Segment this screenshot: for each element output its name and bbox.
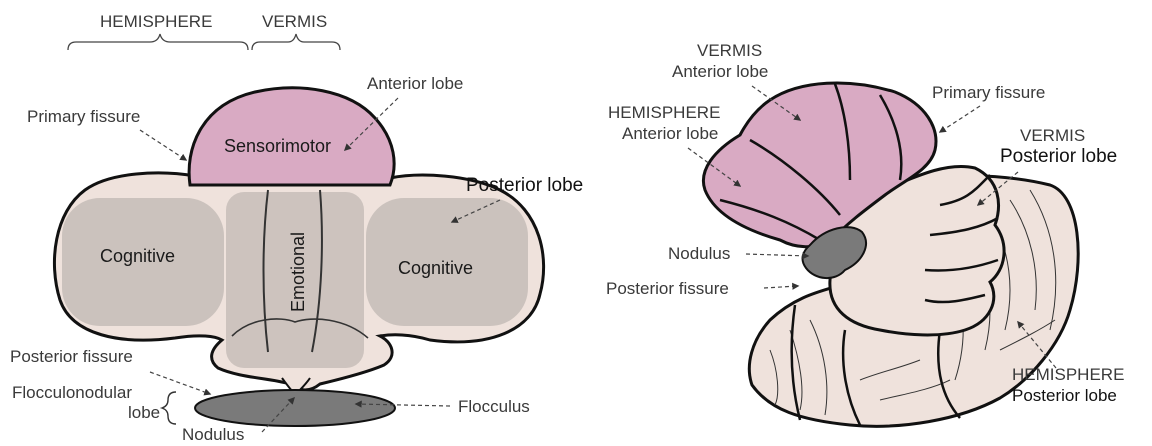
vermis-posterior-label-2: Posterior lobe — [1000, 146, 1117, 167]
cognitive-label-left: Cognitive — [100, 246, 175, 266]
vermis-anterior-label-2: Anterior lobe — [672, 62, 768, 81]
flocculus-ellipse — [195, 390, 395, 426]
primary-fissure-right-leader — [940, 106, 980, 132]
posterior-fissure-label: Posterior fissure — [10, 347, 133, 366]
flocculonodular-label-2: lobe — [128, 403, 160, 422]
right-diagram: VERMIS Anterior lobe HEMISPHERE Anterior… — [606, 41, 1124, 426]
anterior-lobe-label: Anterior lobe — [367, 74, 463, 93]
vermis-header: VERMIS — [262, 12, 327, 31]
posterior-fissure-leader — [150, 372, 210, 394]
vermis-anterior-label-1: VERMIS — [697, 41, 762, 60]
vermis-bracket — [252, 34, 340, 50]
left-diagram: HEMISPHERE VERMIS Sensorimotor Cognitive… — [10, 12, 583, 444]
primary-fissure-leader — [140, 130, 186, 160]
nodulus-right-label: Nodulus — [668, 244, 730, 263]
hemisphere-posterior-label-1: HEMISPHERE — [1012, 365, 1124, 384]
flocculonodular-label-1: Flocculonodular — [12, 383, 132, 402]
nodulus-right-leader — [746, 254, 808, 256]
sensorimotor-label: Sensorimotor — [224, 136, 331, 156]
posterior-fissure-right-label: Posterior fissure — [606, 279, 729, 298]
hemisphere-anterior-label-2: Anterior lobe — [622, 124, 718, 143]
posterior-lobe-label: Posterior lobe — [466, 175, 583, 196]
hemisphere-posterior-label-2: Posterior lobe — [1012, 386, 1117, 405]
vermis-posterior-label-1: VERMIS — [1020, 126, 1085, 145]
flocculus-label: Flocculus — [458, 397, 530, 416]
emotional-label: Emotional — [288, 232, 308, 312]
hemisphere-header: HEMISPHERE — [100, 12, 212, 31]
hemisphere-anterior-label-1: HEMISPHERE — [608, 103, 720, 122]
hemisphere-bracket — [68, 34, 248, 50]
cognitive-label-right: Cognitive — [398, 258, 473, 278]
primary-fissure-right-label: Primary fissure — [932, 83, 1045, 102]
posterior-fissure-right-leader — [764, 286, 798, 288]
primary-fissure-label: Primary fissure — [27, 107, 140, 126]
flocculonodular-brace — [162, 392, 176, 424]
nodulus-label: Nodulus — [182, 425, 244, 444]
